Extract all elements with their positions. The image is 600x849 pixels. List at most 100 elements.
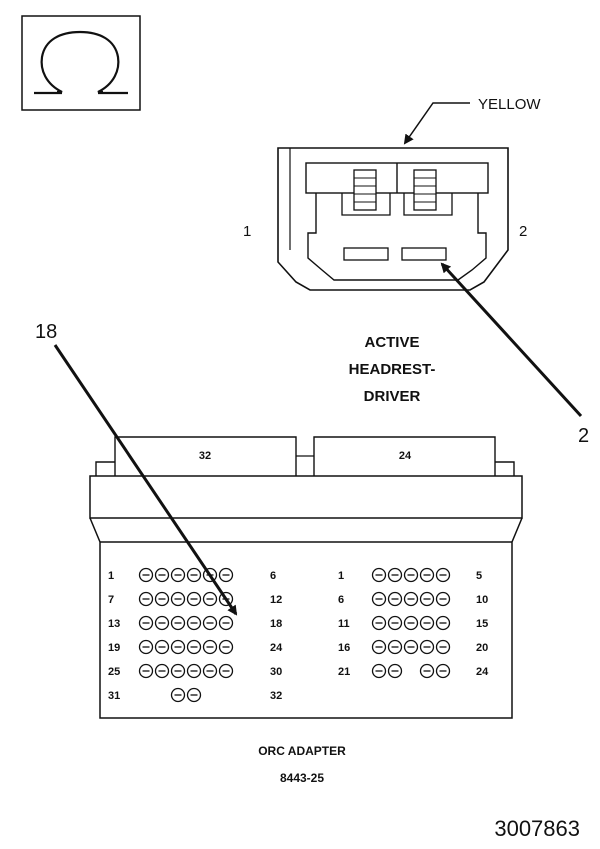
- right-pin: [435, 567, 451, 583]
- figure-number: 3007863: [494, 816, 580, 841]
- right-pin: [435, 615, 451, 631]
- left-row-end-label: 6: [270, 570, 276, 582]
- right-pin: [371, 615, 387, 631]
- right-pin: [403, 567, 419, 583]
- left-pin: [186, 615, 202, 631]
- right-row-end-label: 5: [476, 570, 482, 582]
- terminal-latch-right: [403, 169, 453, 216]
- right-row-start-label: 21: [338, 666, 350, 678]
- right-pin: [403, 639, 419, 655]
- headrest-title-line-2: HEADREST-: [349, 361, 436, 378]
- right-pin: [419, 639, 435, 655]
- left-row-start-label: 25: [108, 666, 120, 678]
- left-pin: [170, 663, 186, 679]
- callout-pin-2: 2: [440, 262, 589, 447]
- right-row-start-label: 16: [338, 642, 350, 654]
- orc-adapter-part-number: 8443-25: [280, 771, 324, 785]
- left-pin: [138, 639, 154, 655]
- left-pin: [202, 663, 218, 679]
- left-row-start-label: 31: [108, 690, 120, 702]
- headrest-title-line-3: DRIVER: [364, 388, 421, 405]
- terminal-latch-left: [341, 169, 391, 216]
- left-pin: [186, 663, 202, 679]
- left-pin: [170, 687, 186, 703]
- right-pin: [387, 663, 403, 679]
- cavity-label-right: 2: [519, 223, 527, 240]
- right-pin: [419, 663, 435, 679]
- right-pin: [371, 639, 387, 655]
- ohm-symbol-box: [21, 15, 141, 111]
- right-row-end-label: 10: [476, 594, 488, 606]
- left-pin: [186, 591, 202, 607]
- right-pin: [435, 591, 451, 607]
- headrest-title: ACTIVE HEADREST- DRIVER: [349, 334, 436, 405]
- right-pin: [403, 591, 419, 607]
- orc-adapter-title: ORC ADAPTER: [258, 744, 346, 758]
- left-row-end-label: 18: [270, 618, 282, 630]
- left-row-end-label: 32: [270, 690, 282, 702]
- cavity-slot-1: [343, 247, 389, 261]
- right-row-start-label: 11: [338, 618, 350, 630]
- left-row-start-label: 19: [108, 642, 120, 654]
- connector-left-size: 32: [199, 450, 211, 462]
- ohm-icon: [34, 30, 128, 95]
- left-pin: [218, 663, 234, 679]
- right-pin: [387, 567, 403, 583]
- left-row-start-label: 13: [108, 618, 120, 630]
- left-pin: [154, 567, 170, 583]
- right-pin: [419, 615, 435, 631]
- left-pin: [138, 663, 154, 679]
- left-pin: [218, 639, 234, 655]
- left-pin: [170, 567, 186, 583]
- left-pin: [202, 591, 218, 607]
- right-pin: [435, 639, 451, 655]
- right-pin: [371, 663, 387, 679]
- right-row-end-label: 24: [476, 666, 489, 678]
- left-pin: [202, 639, 218, 655]
- left-pin: [154, 663, 170, 679]
- right-pin: [387, 591, 403, 607]
- right-row-end-label: 20: [476, 642, 488, 654]
- right-row-end-label: 15: [476, 618, 488, 630]
- connector-right-size: 24: [399, 450, 412, 462]
- wire-color-callout: YELLOW: [403, 96, 541, 145]
- right-pin: [371, 567, 387, 583]
- pin-grid-32: 1 6 7 12 13 18 19 24 25 30 31 32: [108, 567, 283, 703]
- left-row-start-label: 1: [108, 570, 114, 582]
- callout-pin-18: 18: [35, 321, 238, 616]
- left-row-start-label: 7: [108, 594, 114, 606]
- left-pin: [138, 591, 154, 607]
- left-pin: [218, 615, 234, 631]
- left-pin: [186, 567, 202, 583]
- left-pin: [170, 591, 186, 607]
- left-pin: [186, 639, 202, 655]
- cavity-slot-2: [401, 247, 447, 261]
- left-pin: [218, 567, 234, 583]
- callout-pin-2-label: 2: [578, 425, 589, 447]
- callout-pin-18-label: 18: [35, 321, 57, 343]
- left-row-end-label: 12: [270, 594, 282, 606]
- left-pin: [138, 567, 154, 583]
- headrest-connector: [277, 147, 509, 291]
- right-pin: [387, 615, 403, 631]
- headrest-title-line-1: ACTIVE: [364, 334, 419, 351]
- right-pin: [387, 639, 403, 655]
- right-pin: [419, 591, 435, 607]
- right-pin: [435, 663, 451, 679]
- left-pin: [170, 639, 186, 655]
- right-pin: [403, 615, 419, 631]
- left-pin: [202, 615, 218, 631]
- left-row-end-label: 24: [270, 642, 283, 654]
- right-pin: [371, 591, 387, 607]
- right-row-start-label: 6: [338, 594, 344, 606]
- left-pin: [154, 639, 170, 655]
- left-row-end-label: 30: [270, 666, 282, 678]
- left-pin: [154, 615, 170, 631]
- left-pin: [170, 615, 186, 631]
- wire-color-label: YELLOW: [478, 96, 541, 113]
- left-pin: [186, 687, 202, 703]
- cavity-label-left: 1: [243, 223, 251, 240]
